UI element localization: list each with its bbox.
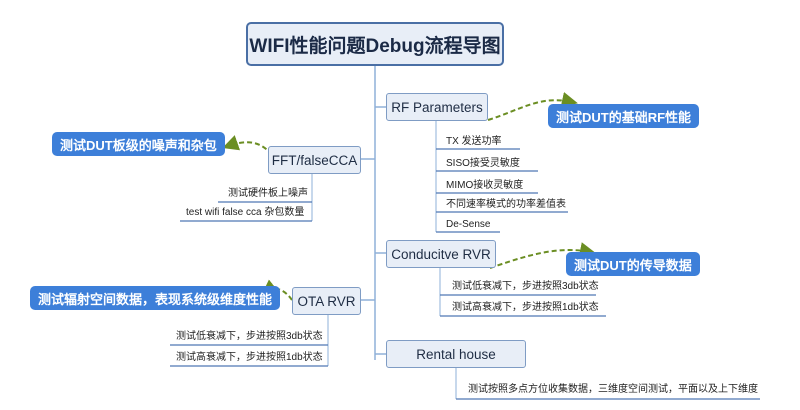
arrow-fft-callout	[222, 135, 273, 156]
fft-leaf-2: test wifi false cca 杂包数量	[186, 207, 305, 218]
branch-fft-falsecca[interactable]: FFT/falseCCA	[268, 146, 361, 174]
callout-fft: 测试DUT板级的噪声和杂包	[52, 132, 225, 156]
ota-leaf-1: 测试低衰减下，步进按照3db状态	[176, 331, 323, 342]
rf-leaf-4: 不同速率模式的功率差值表	[446, 199, 566, 210]
ota-leaf-2: 测试高衰减下，步进按照1db状态	[176, 352, 323, 363]
crvr-leaf-1: 测试低衰减下，步进按照3db状态	[452, 281, 599, 292]
rf-leaf-5: De-Sense	[446, 219, 491, 230]
branch-ota-label: OTA RVR	[297, 293, 356, 309]
rf-leaf-1: TX 发送功率	[446, 136, 502, 147]
rental-leaf-1: 测试按照多点方位收集数据，三维度空间测试，平面以及上下维度	[468, 384, 758, 395]
branch-rental-label: Rental house	[416, 346, 496, 362]
crvr-leaf-2: 测试高衰减下，步进按照1db状态	[452, 302, 599, 313]
branch-fft-label: FFT/falseCCA	[271, 152, 358, 168]
callout-rf: 测试DUT的基础RF性能	[548, 104, 700, 128]
rf-leaf-2: SISO接受灵敏度	[446, 158, 520, 169]
branch-ota-rvr[interactable]: OTA RVR	[292, 287, 361, 315]
arrow-rf-callout	[487, 92, 578, 121]
branch-rf-parameters[interactable]: RF Parameters	[386, 93, 488, 121]
callout-crvr: 测试DUT的传导数据	[566, 252, 700, 276]
root-title: WIFI性能问题Debug流程导图	[249, 35, 501, 57]
arrow-crvr-callout	[489, 242, 596, 269]
branch-rental-house[interactable]: Rental house	[386, 340, 526, 368]
branch-crvr-label: Conducitve RVR	[391, 246, 491, 262]
root-node[interactable]: WIFI性能问题Debug流程导图	[246, 22, 504, 66]
fft-leaf-1: 测试硬件板上噪声	[228, 188, 308, 199]
rf-leaf-3: MIMO接收灵敏度	[446, 180, 524, 191]
branch-rf-parameters-label: RF Parameters	[391, 99, 483, 115]
callout-ota: 测试辐射空间数据，表现系统级维度性能	[30, 286, 281, 310]
branch-conducitve-rvr[interactable]: Conducitve RVR	[386, 240, 496, 268]
